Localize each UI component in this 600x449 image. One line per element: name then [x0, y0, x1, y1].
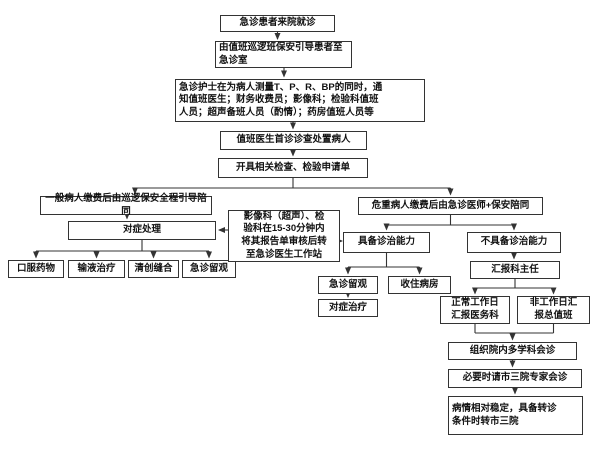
node-report-review: 影像科（超声）、检 验科在15-30分钟内 将其报告单审核后转 至急诊医生工作站 [228, 210, 340, 262]
node-guide: 由值班巡逻班保安引导患者至 急诊室 [215, 41, 352, 68]
node-er-observation: 急诊留观 [318, 276, 378, 294]
node-report-director: 汇报科主任 [470, 261, 560, 279]
node-multidisciplinary-consult: 组织院内多学科会诊 [448, 342, 577, 360]
node-er-observation-left: 急诊留观 [182, 260, 236, 278]
node-workday-report: 正常工作日 汇报医务科 [440, 296, 510, 324]
node-incapable: 不具备诊治能力 [467, 232, 561, 253]
node-symptomatic-handling: 对症处理 [68, 221, 216, 240]
node-admit-ward: 收住病房 [388, 276, 451, 294]
node-general-patient: 一般病人缴费后由巡逻保安全程引导陪同 [40, 193, 212, 217]
node-first-visit: 值班医生首诊诊查处置病人 [220, 131, 367, 150]
node-arrive: 急诊患者来院就诊 [220, 15, 335, 32]
node-transfer-hospital: 病情相对稳定，具备转诊 条件时转市三院 [448, 396, 583, 435]
node-critical-patient: 危重病人缴费后由急诊医师+保安陪同 [358, 197, 543, 215]
node-infusion: 输液治疗 [68, 260, 125, 278]
flow-arrows [33, 32, 557, 395]
node-capable: 具备诊治能力 [343, 232, 430, 253]
node-oral-medication: 口服药物 [8, 260, 64, 278]
node-order-tests: 开具相关检查、检验申请单 [218, 158, 368, 178]
node-symptomatic-treatment: 对症治疗 [318, 299, 378, 317]
node-debridement-suture: 清创缝合 [128, 260, 179, 278]
node-expert-consult: 必要时请市三院专家会诊 [448, 369, 582, 388]
node-nurse-notify: 急诊护士在为病人测量T、P、R、BP的同时，通 知值班医生；财务收费员；影像科；… [175, 79, 425, 122]
node-nonworkday-report: 非工作日汇 报总值班 [517, 296, 590, 324]
